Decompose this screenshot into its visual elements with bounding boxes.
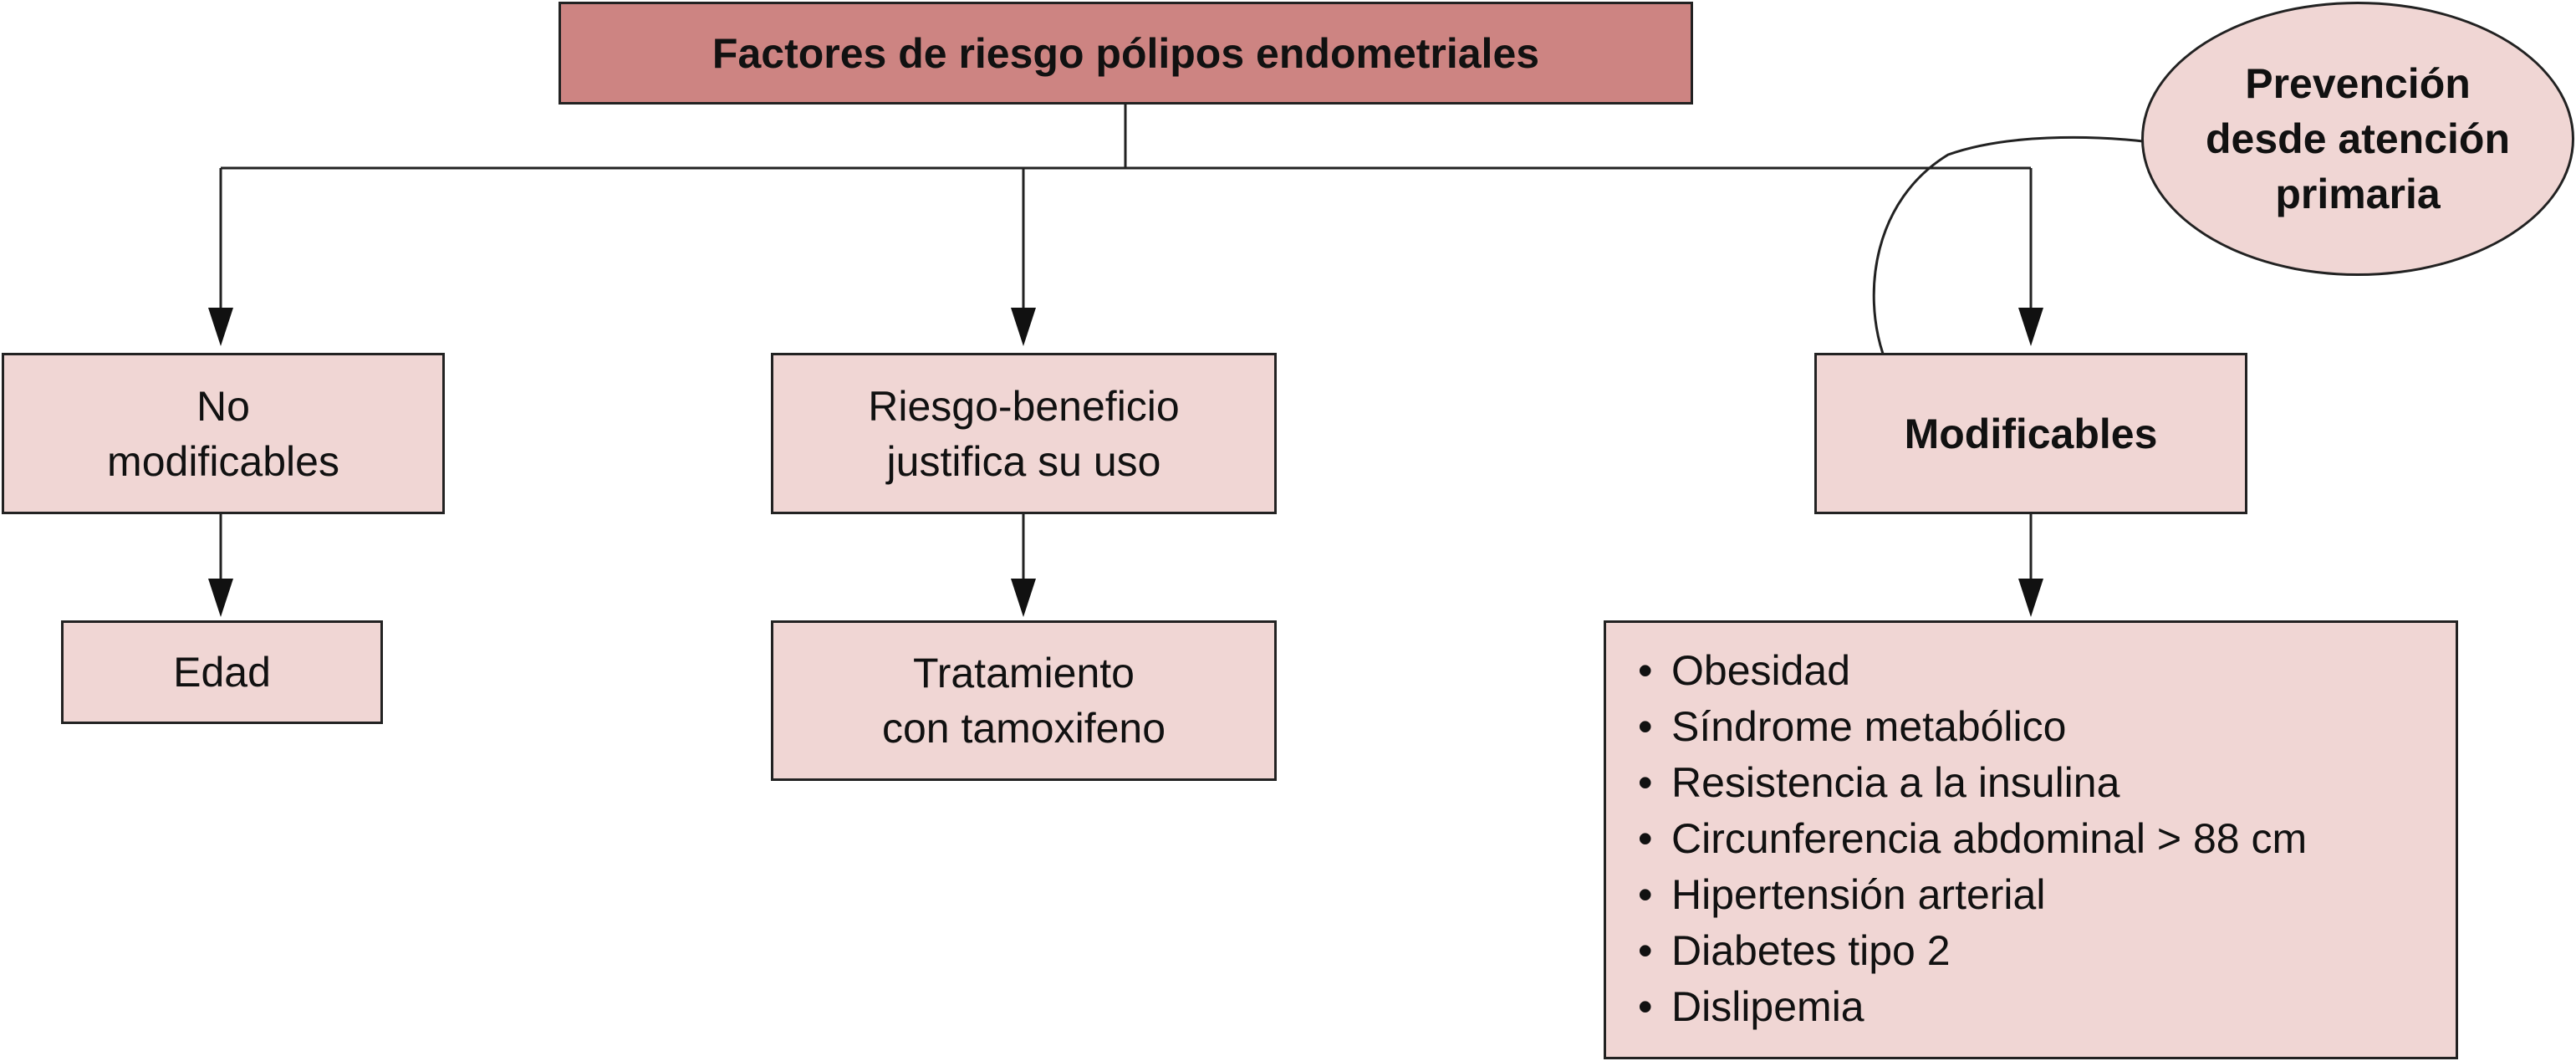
bullet-icon: • <box>1638 703 1653 750</box>
bullet-icon: • <box>1638 759 1653 806</box>
list-item-text: Circunferencia abdominal > 88 cm <box>1671 815 2308 862</box>
root-node: Factores de riesgo pólipos endometriales <box>559 2 1693 105</box>
prevention-connector-curve <box>1872 135 2144 355</box>
arrowhead-left <box>208 308 233 346</box>
list-item: • Circunferencia abdominal > 88 cm <box>1638 811 2456 867</box>
list-item: • Dislipemia <box>1638 979 2456 1035</box>
list-item-text: Dislipemia <box>1671 983 1864 1030</box>
bullet-icon: • <box>1638 871 1653 918</box>
leaf-modificables-list: • Obesidad • Síndrome metabólico • Resisten… <box>1604 620 2458 1059</box>
list-item-text: Obesidad <box>1671 647 1851 694</box>
arrowhead-middle-child <box>1011 579 1036 617</box>
branch-modificables: Modificables <box>1814 353 2247 514</box>
prevention-node: Prevención desde atención primaria <box>2141 2 2574 276</box>
list-item-text: Resistencia a la insulina <box>1671 759 2120 806</box>
branch-riesgo-beneficio: Riesgo-beneficio justifica su uso <box>771 353 1277 514</box>
list-item-text: Hipertensión arterial <box>1671 871 2046 918</box>
bullet-icon: • <box>1638 815 1653 862</box>
arrowhead-left-child <box>208 579 233 617</box>
branch-no-modificables: No modificables <box>2 353 445 514</box>
modifiable-factors-list: • Obesidad • Síndrome metabólico • Resisten… <box>1638 643 2456 1035</box>
list-item-text: Diabetes tipo 2 <box>1671 927 1951 974</box>
list-item: • Diabetes tipo 2 <box>1638 923 2456 979</box>
list-item-text: Síndrome metabólico <box>1671 703 2067 750</box>
list-item: • Síndrome metabólico <box>1638 699 2456 755</box>
list-item: • Resistencia a la insulina <box>1638 755 2456 811</box>
leaf-tratamiento: Tratamiento con tamoxifeno <box>771 620 1277 781</box>
bullet-icon: • <box>1638 983 1653 1030</box>
bullet-icon: • <box>1638 647 1653 694</box>
bullet-icon: • <box>1638 927 1653 974</box>
arrowhead-right <box>2018 308 2043 346</box>
list-item: • Hipertensión arterial <box>1638 867 2456 923</box>
arrowhead-right-child <box>2018 579 2043 617</box>
arrowhead-middle <box>1011 308 1036 346</box>
leaf-edad: Edad <box>61 620 383 724</box>
list-item: • Obesidad <box>1638 643 2456 699</box>
